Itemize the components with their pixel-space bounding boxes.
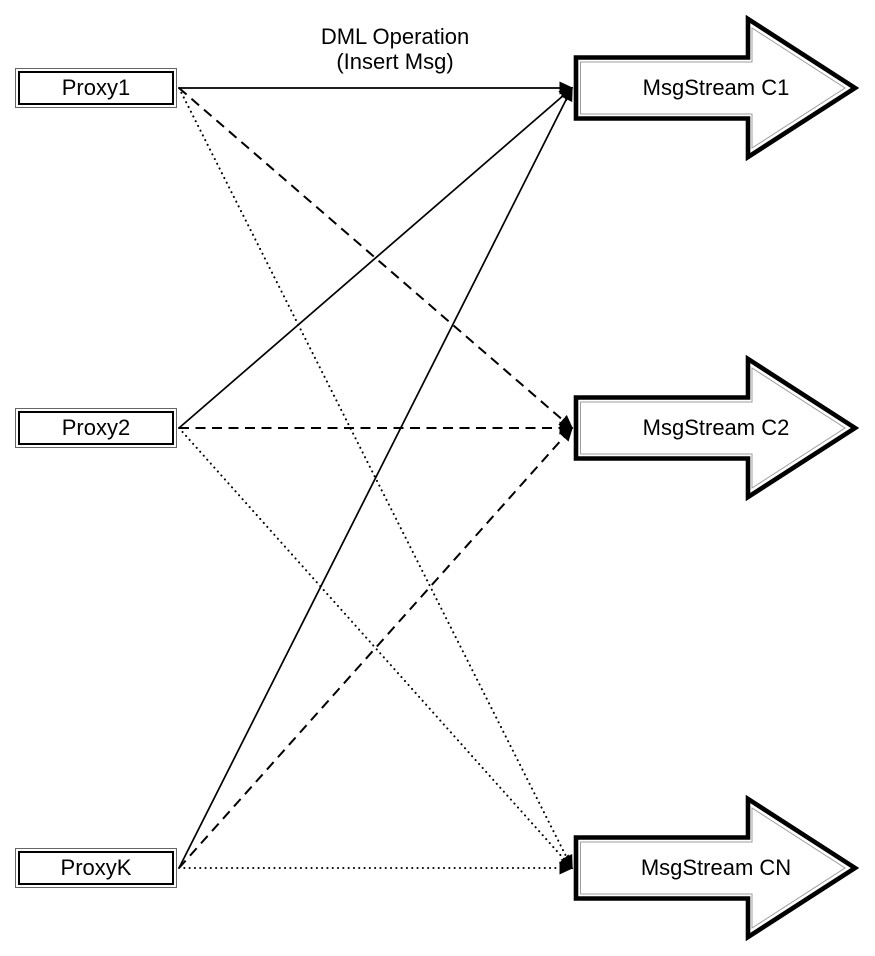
msgstream-arrow-inner-line [580, 367, 846, 489]
msgstream-arrow-shape [573, 794, 860, 942]
msgstream-arrow-inner-line [580, 807, 846, 929]
msgstream-arrow-2 [573, 354, 860, 502]
proxy-node-2-label: Proxy2 [61, 415, 131, 440]
msgstream-arrows-layer [573, 14, 860, 942]
edge-label-line1: DML Operation [320, 24, 470, 49]
proxy-node-k-label: ProxyK [60, 855, 132, 880]
proxy-node-2: Proxy2 [15, 408, 177, 448]
msgstream-arrow-1 [573, 14, 860, 162]
edge-dashed-Proxy1-to-MsgStream C2 [178, 87, 574, 429]
proxy-node-1: Proxy1 [15, 68, 177, 108]
edge-label: DML Operation (Insert Msg) [253, 24, 537, 74]
msgstream-arrow-shape [573, 354, 860, 502]
edges-layer [178, 81, 574, 875]
msgstream-c1-label: MsgStream C1 [642, 75, 790, 100]
edge-solid-Proxy2-to-MsgStream C1 [178, 87, 574, 429]
msgstream-arrow-inner-line [580, 27, 846, 149]
msgstream-arrow-3 [573, 794, 860, 942]
msgstream-cn-label: MsgStream CN [640, 855, 792, 880]
msgstream-c2-label: MsgStream C2 [642, 415, 790, 440]
edge-solid-ProxyK-to-MsgStream C1 [178, 86, 573, 869]
proxy-node-1-label: Proxy1 [61, 75, 131, 100]
edge-label-line2: (Insert Msg) [336, 49, 454, 74]
msgstream-arrow-shape [573, 14, 860, 162]
proxy-node-k: ProxyK [15, 848, 177, 888]
